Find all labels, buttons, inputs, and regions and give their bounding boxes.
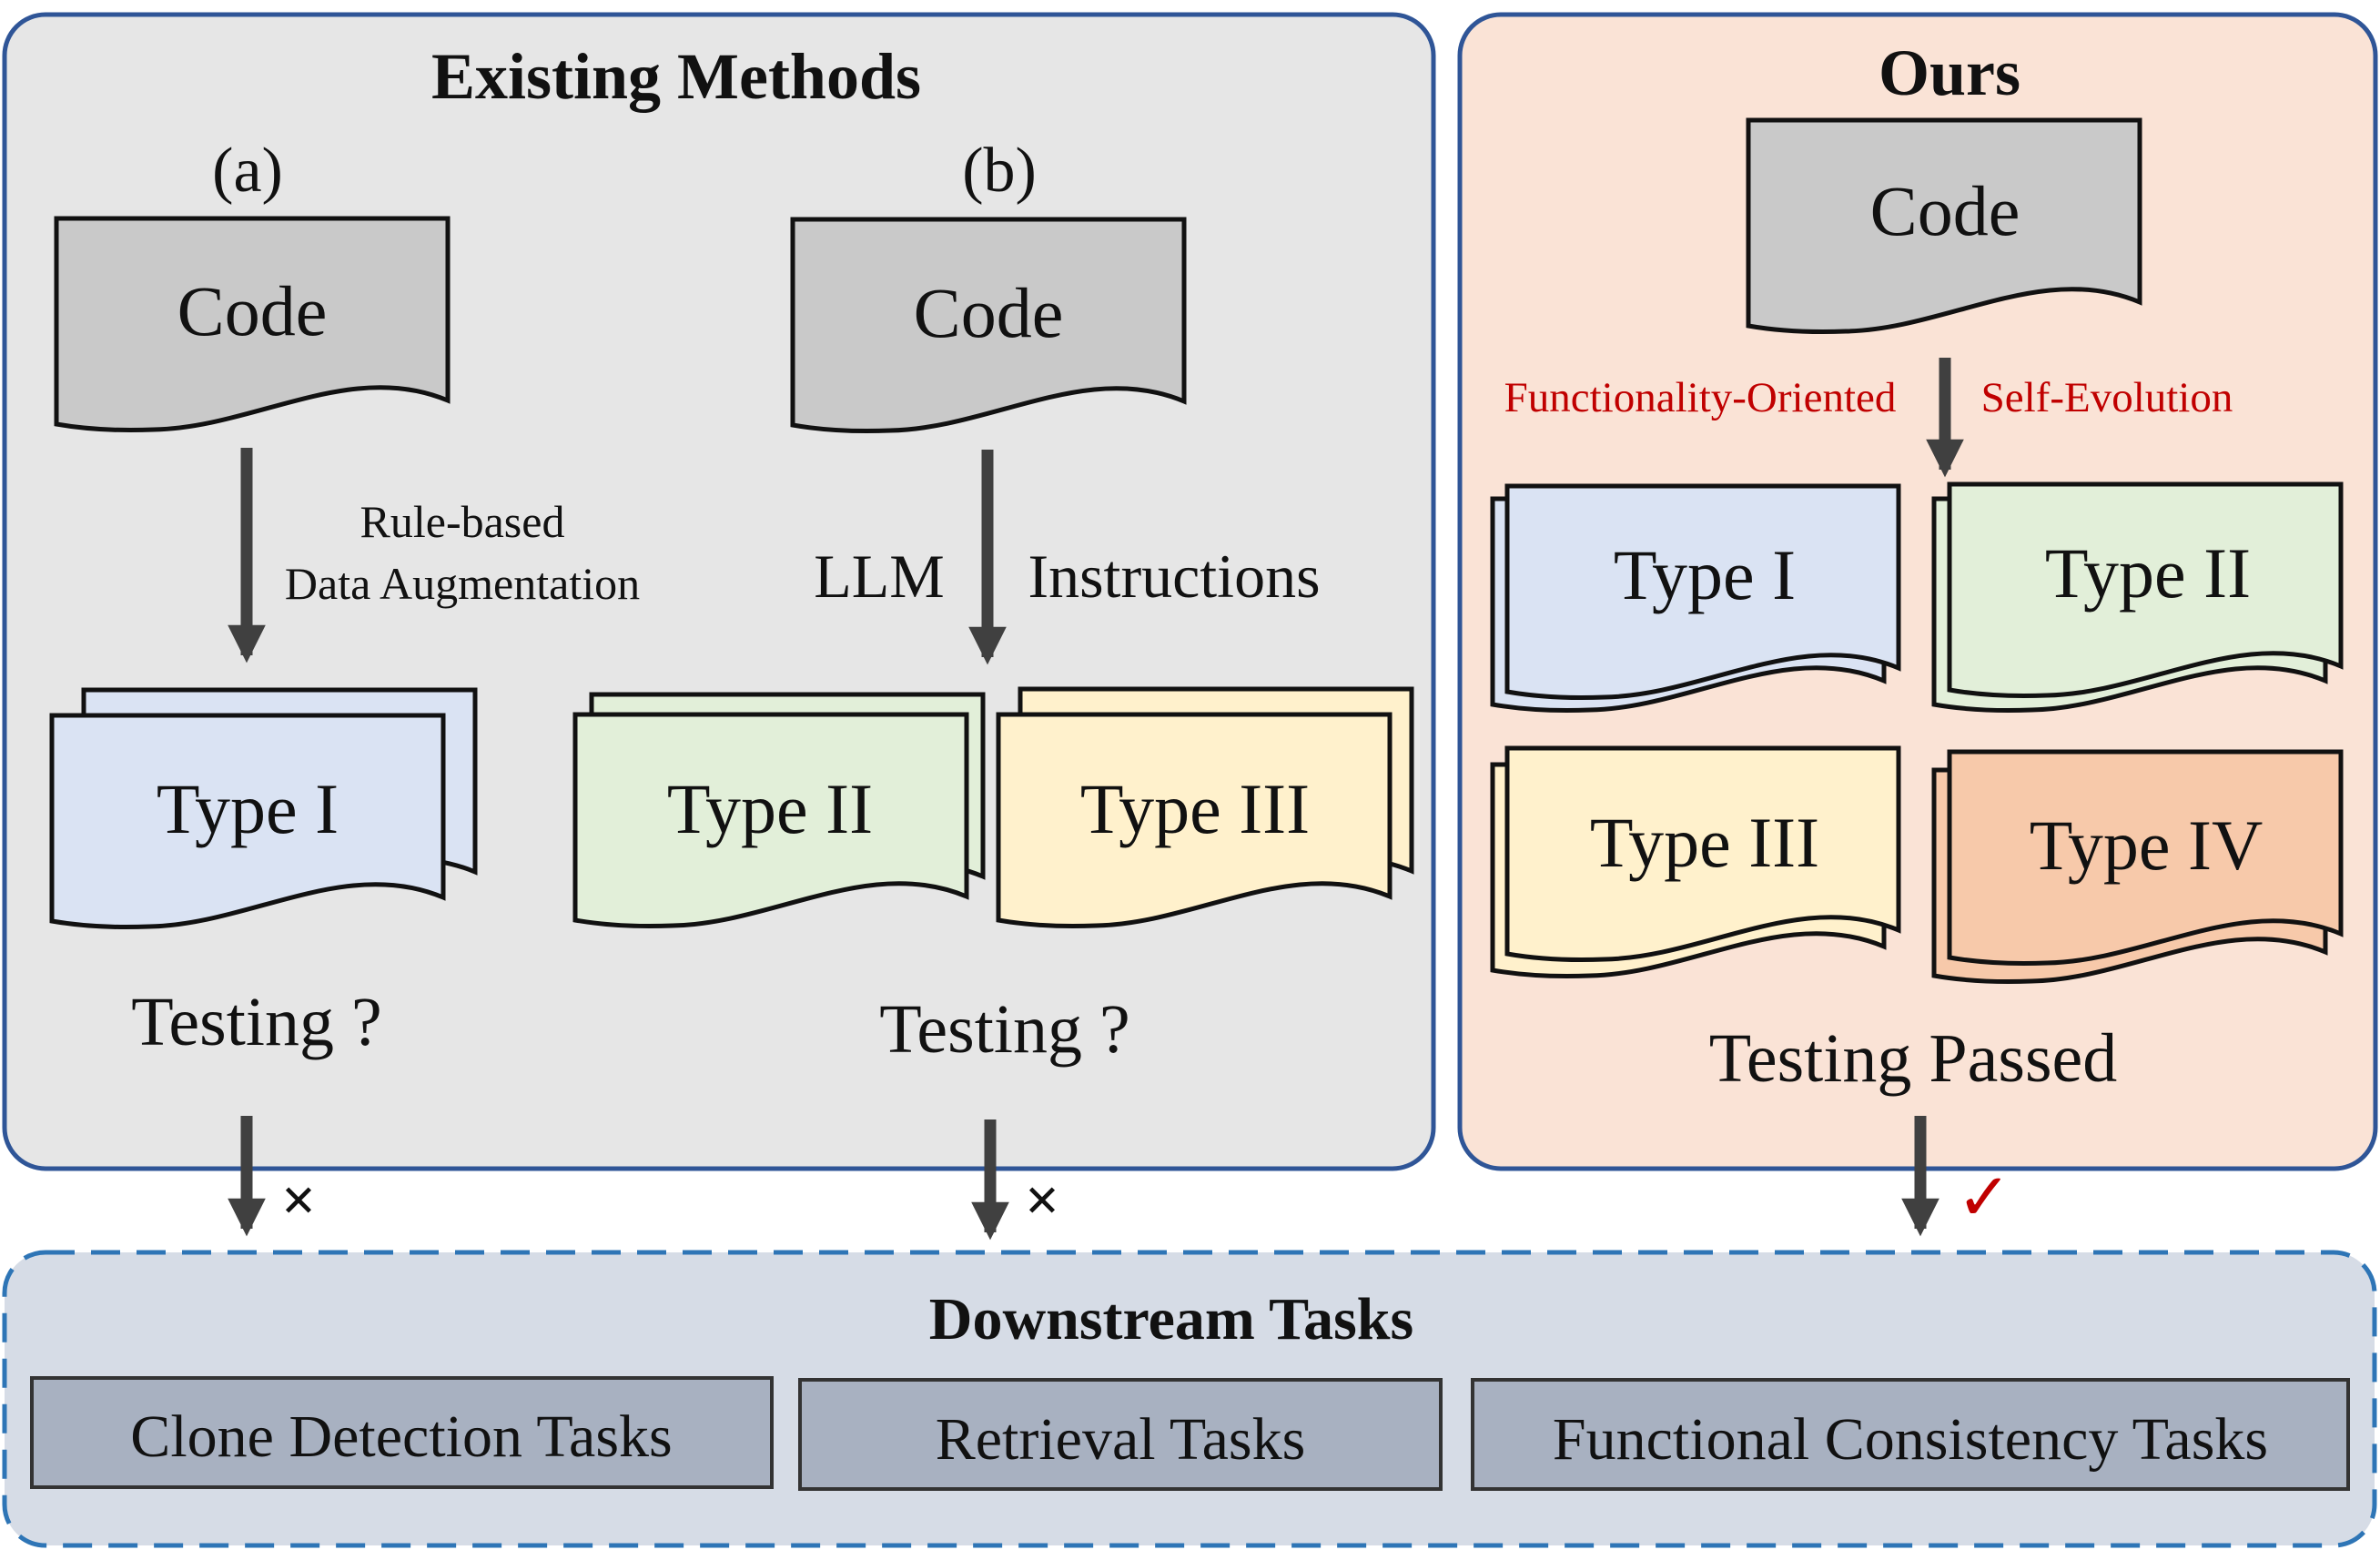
ours-type-iii-label: Type III [1590,803,1819,882]
downstream-connectors: ✕ ✕ ✓ [228,1116,2011,1241]
ours-type-ii-stack [1931,481,2344,714]
method-b-type-iii-label: Type III [1080,769,1310,848]
method-b-type-iii-stack [996,686,1414,929]
ours-type-iv-label: Type IV [2030,805,2264,885]
method-b-type-ii-label: Type II [667,769,873,848]
ours-panel: Ours Code Functionality-Oriented Self-Ev… [1457,12,2378,1171]
method-a-label: (a) [212,136,283,206]
existing-methods-title: Existing Methods [431,40,921,113]
clone-detection-task-box [30,1376,774,1489]
ours-edge-label-functionality: Functionality-Oriented [1504,374,1897,421]
method-a-edge-label-line1: Rule-based [360,496,565,547]
clone-detection-task-label: Clone Detection Tasks [130,1403,672,1470]
functional-consistency-task-box [1471,1378,2350,1491]
method-b-fail-mark: ✕ [1024,1176,1060,1227]
ours-type-i-stack [1490,483,1901,714]
method-a-code-document [54,216,451,433]
method-b-edge-label-instructions: Instructions [1028,542,1320,611]
ours-code-document [1746,117,2142,335]
method-b-edge-label-llm: LLM [814,542,945,611]
method-b-label: (b) [962,136,1037,206]
ours-code-label: Code [1870,171,2020,250]
method-a-type-i-stack [49,687,478,930]
existing-methods-panel: Existing Methods (a) Code Rule-based Dat… [2,12,1436,1171]
method-b-testing-status: Testing ? [879,991,1129,1068]
ours-title: Ours [1879,36,2020,109]
ours-type-iv-stack [1931,749,2344,985]
ours-type-i-label: Type I [1614,535,1796,614]
method-a-code-label: Code [177,271,328,350]
method-a-type-i-label: Type I [157,769,339,848]
downstream-tasks-panel: Downstream Tasks Clone Detection Tasks R… [2,1250,2377,1548]
method-b: (b) Code LLM Instructions Type II Type I… [572,136,1414,1068]
method-a-edge-label-line2: Data Augmentation [285,558,640,609]
method-b-code-label: Code [914,273,1064,352]
method-b-type-ii-stack [572,692,986,929]
ours-pass-mark: ✓ [1957,1159,2011,1235]
ours-edge-label-self-evolution: Self-Evolution [1981,374,2233,421]
retrieval-task-label: Retrieval Tasks [936,1406,1306,1473]
retrieval-task-box [798,1378,1443,1491]
method-a-testing-status: Testing ? [131,984,381,1060]
ours-testing-status: Testing Passed [1709,1020,2118,1097]
ours-type-iii-stack [1490,745,1901,979]
functional-consistency-task-label: Functional Consistency Tasks [1553,1406,2268,1473]
downstream-title: Downstream Tasks [929,1286,1413,1352]
ours-type-ii-label: Type II [2045,533,2251,613]
method-a-fail-mark: ✕ [280,1176,317,1227]
method-a: (a) Code Rule-based Data Augmentation Ty… [49,136,640,1060]
method-b-code-document [790,217,1187,434]
